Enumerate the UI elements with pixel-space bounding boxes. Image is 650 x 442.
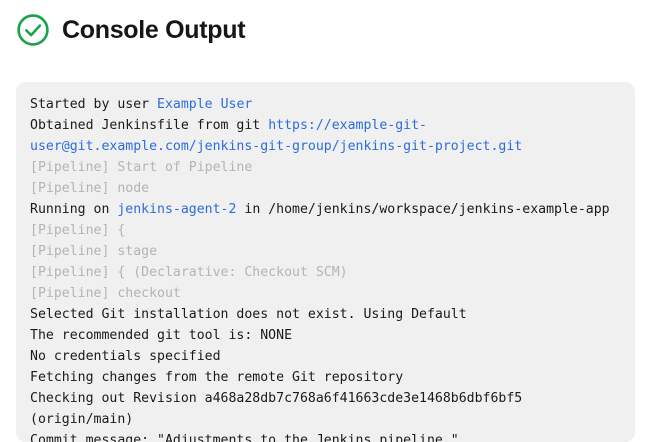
console-log-text: Started by user (30, 97, 158, 112)
console-log-text: [Pipeline] { (30, 223, 126, 238)
console-log-line: [Pipeline] Start of Pipeline (30, 157, 621, 178)
console-log-text: No credentials specified (30, 349, 221, 364)
console-log-link[interactable]: https://example-git-user@git.example.com… (30, 118, 523, 154)
console-log-text: Selected Git installation does not exist… (30, 307, 467, 322)
console-log-line: No credentials specified (30, 346, 621, 367)
console-log-text: The recommended git tool is: NONE (30, 328, 293, 343)
console-log-text: [Pipeline] { (Declarative: Checkout SCM) (30, 265, 348, 280)
console-log-text: [Pipeline] stage (30, 244, 158, 259)
console-log-line: Obtained Jenkinsfile from git https://ex… (30, 115, 621, 157)
console-log-line: [Pipeline] { (30, 220, 621, 241)
console-log-line: [Pipeline] { (Declarative: Checkout SCM) (30, 262, 621, 283)
console-log-link[interactable]: Example User (157, 97, 253, 112)
console-log-line: The recommended git tool is: NONE (30, 325, 621, 346)
console-log-text: [Pipeline] node (30, 181, 150, 196)
console-log-link[interactable]: jenkins-agent-2 (117, 202, 237, 217)
console-log-text: Checking out Revision a468a28db7c768a6f4… (30, 391, 531, 427)
console-log-line: [Pipeline] stage (30, 241, 621, 262)
console-log-text: Running on (30, 202, 118, 217)
console-log-line: [Pipeline] node (30, 178, 621, 199)
console-log-line: Selected Git installation does not exist… (30, 304, 621, 325)
console-log-text: Commit message: "Adjustments to the Jenk… (30, 433, 459, 442)
console-log-text: Fetching changes from the remote Git rep… (30, 370, 404, 385)
console-log-line: Checking out Revision a468a28db7c768a6f4… (30, 388, 621, 430)
console-log-line: Running on jenkins-agent-2 in /home/jenk… (30, 199, 621, 220)
console-log-text: Obtained Jenkinsfile from git (30, 118, 269, 133)
console-log-text: in /home/jenkins/workspace/jenkins-examp… (236, 202, 610, 217)
console-log-text: [Pipeline] Start of Pipeline (30, 160, 253, 175)
check-circle-icon (17, 13, 49, 46)
page-header: Console Output (0, 0, 650, 47)
console-log-line: [Pipeline] checkout (30, 283, 621, 304)
build-status-icon (16, 13, 50, 47)
console-log-line: Commit message: "Adjustments to the Jenk… (30, 430, 621, 442)
console-log-text: [Pipeline] checkout (30, 286, 181, 301)
console-log-line: Started by user Example User (30, 94, 621, 115)
page-title: Console Output (62, 15, 246, 44)
console-log-line: Fetching changes from the remote Git rep… (30, 367, 621, 388)
